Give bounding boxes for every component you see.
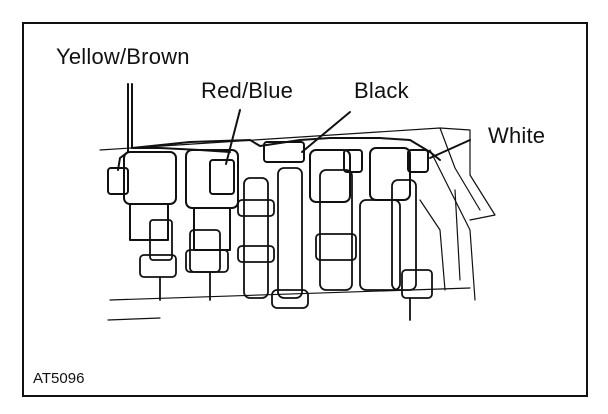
figure-code: AT5096: [33, 370, 85, 387]
callout-white: White: [488, 123, 546, 148]
figure-frame: [22, 22, 588, 397]
solenoid-red-blue: [185, 109, 241, 251]
valve-body-plate: [99, 127, 496, 321]
solenoid-left: [107, 151, 177, 241]
spool-valves: [139, 167, 433, 321]
callout-black: Black: [354, 78, 409, 103]
callout-yellow-brown: Yellow/Brown: [56, 44, 190, 69]
solenoid-black: [263, 111, 363, 203]
callout-red-blue: Red/Blue: [201, 78, 294, 103]
